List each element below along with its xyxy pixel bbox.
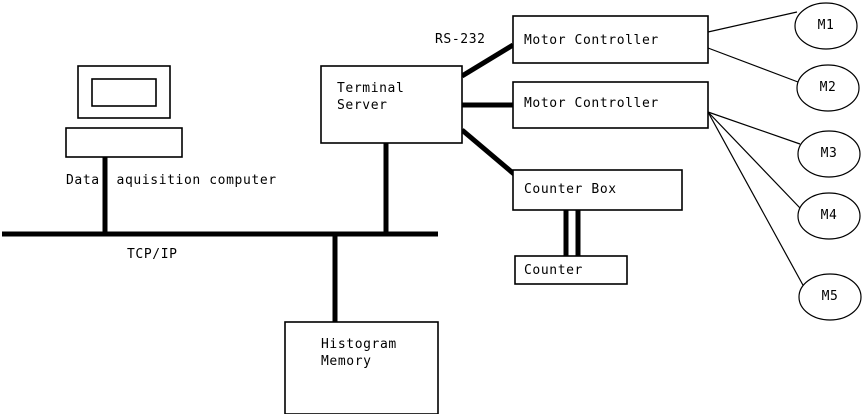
data-acquisition-computer-group <box>65 65 183 236</box>
motor-m4-ellipse[interactable] <box>797 192 861 240</box>
link-terminal-server-to-motor-controller-1 <box>460 42 515 79</box>
link-motor-controller-2-to-m4 <box>707 111 801 209</box>
link-motor-controller-2-to-m5 <box>707 111 805 288</box>
counter-box-box[interactable] <box>512 169 683 211</box>
motor-shape-group <box>794 2 862 321</box>
motor-m5-ellipse[interactable] <box>798 273 862 321</box>
thin-link-group <box>707 11 805 288</box>
link-motor-controller-2-to-m3 <box>707 111 801 145</box>
thick-link-group <box>332 42 581 322</box>
histogram-memory-box[interactable] <box>284 321 439 414</box>
box-shape-group <box>284 15 709 414</box>
computer-screen-outline <box>91 78 157 107</box>
motor-controller-1-box[interactable] <box>512 15 709 64</box>
motor-controller-2-box[interactable] <box>512 81 709 129</box>
terminal-server-box[interactable] <box>320 65 463 144</box>
motor-m2-ellipse[interactable] <box>796 64 860 112</box>
motor-m1-ellipse[interactable] <box>794 2 858 50</box>
computer-base-outline <box>65 127 183 158</box>
link-motor-controller-1-to-m2 <box>707 47 799 83</box>
link-terminal-server-to-counter-box <box>460 128 516 176</box>
link-motor-controller-1-to-m1 <box>707 11 798 33</box>
counter-box[interactable] <box>514 255 628 285</box>
motor-m3-ellipse[interactable] <box>797 130 861 178</box>
